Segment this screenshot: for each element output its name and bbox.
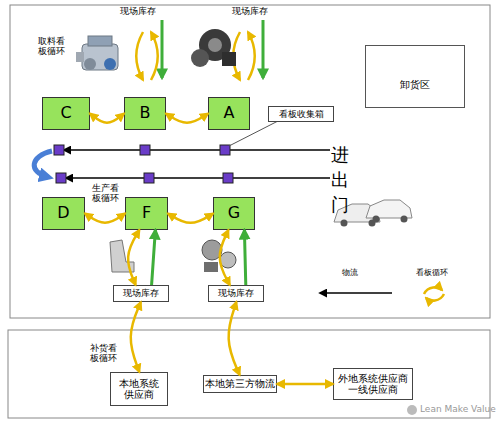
stock-box: 现场库存 [208, 285, 264, 302]
kanban-loop [136, 32, 143, 80]
legend-text: 看板循环 [416, 268, 448, 277]
process-box: C [42, 97, 90, 130]
supply-arrow [262, 20, 265, 78]
kanban-loop [128, 230, 139, 285]
kanban-post [140, 145, 150, 155]
node-text: G [228, 204, 240, 222]
kanban-loop [277, 383, 333, 386]
node-text: 现场库存 [123, 288, 159, 298]
watermark: Lean Make Value [420, 404, 498, 414]
kanban-loop [131, 302, 141, 372]
node-text: B [140, 104, 151, 122]
kanban-flow-line [64, 149, 330, 151]
kanban-post [56, 173, 66, 183]
plant-frame [10, 5, 490, 318]
supplier-frame [8, 330, 490, 418]
engine-illustration [76, 36, 118, 70]
node-text: C [60, 104, 71, 122]
loop-label: 取料看 板循环 [38, 36, 68, 57]
loop-label: 补货看 板循环 [90, 343, 120, 364]
node-text: 卸货区 [400, 79, 430, 91]
legend-sample-line [320, 292, 392, 294]
supplier-box: 外地系统供应商 一线供应商 [333, 368, 413, 400]
node-text: F [142, 204, 151, 222]
loop-label: 生产看 板循环 [92, 183, 122, 204]
process-box: G [213, 197, 255, 230]
stock-box: 现场库存 [113, 285, 169, 302]
kanban-loop [166, 114, 208, 123]
supply-arrow [244, 230, 245, 285]
kanban-post [220, 145, 230, 155]
kanban-loop [229, 302, 240, 375]
node-text: 现场库存 [218, 288, 254, 298]
kanban-loop [248, 32, 255, 80]
node-text: A [224, 104, 235, 122]
area-box: 卸货区 [365, 45, 465, 108]
supply-arrow [161, 20, 164, 78]
legend-sample-loop [424, 287, 444, 300]
gate-label: 进 出 门 [331, 142, 353, 218]
kanban-post [223, 173, 233, 183]
node-text: 外地系统供应商 一线供应商 [334, 373, 412, 396]
legend-item: 物流 [342, 267, 358, 278]
kanban-flow-line [66, 177, 330, 179]
legend-item: 看板循环 [416, 267, 448, 278]
kanban-loop [90, 114, 124, 123]
kanban-post [144, 173, 154, 183]
parts-illustration [202, 240, 236, 272]
kanban-loop [151, 32, 158, 80]
kanban-loop [85, 214, 125, 223]
kanban-post [54, 145, 64, 155]
process-box: D [42, 197, 85, 230]
callout-box: 看板收集箱 [268, 106, 334, 122]
kanban-loop [220, 230, 230, 285]
process-box: B [124, 97, 166, 130]
node-text: D [57, 204, 69, 222]
stock-label: 现场库存 [120, 6, 170, 16]
legend-text: 物流 [342, 268, 358, 277]
node-text: 本地第三方物流 [205, 378, 275, 390]
logistics-box: 本地第三方物流 [203, 375, 277, 393]
seat-illustration [110, 240, 134, 272]
process-box: F [125, 197, 168, 230]
kanban-loop [168, 214, 213, 223]
process-box: A [208, 97, 250, 130]
transfer-arrow [34, 151, 52, 177]
node-text: 本地系统 供应商 [111, 378, 167, 401]
stock-label: 现场库存 [232, 6, 282, 16]
supply-arrow [152, 230, 156, 285]
supplier-box: 本地系统 供应商 [110, 372, 168, 406]
watermark-icon [407, 405, 417, 415]
gear-illustration [191, 29, 236, 67]
node-text: 看板收集箱 [279, 109, 324, 119]
